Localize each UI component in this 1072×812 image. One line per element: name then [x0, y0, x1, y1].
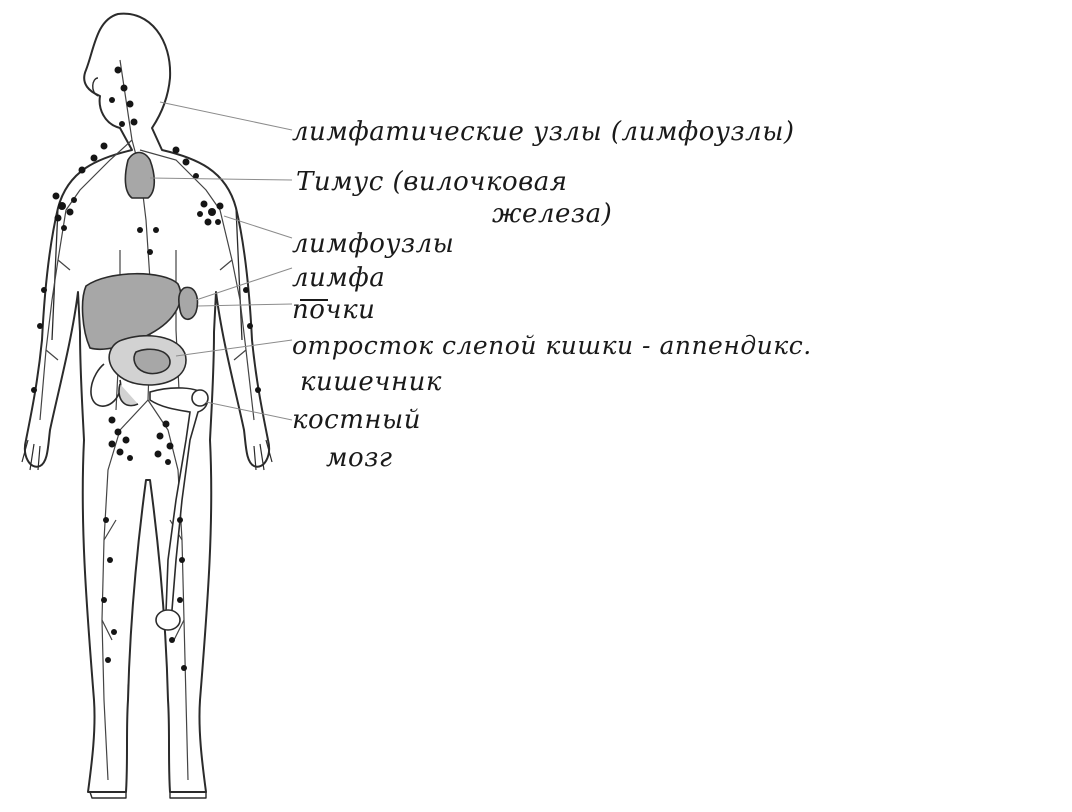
labels: лимфатические узлы (лимфоузлы) Тимус (ви…: [292, 117, 812, 473]
label-appendix-line1: отросток слепой кишки - аппендикс.: [292, 331, 812, 360]
thymus-organ: [125, 153, 154, 199]
bone-organ: [150, 388, 208, 630]
label-bone-marrow-line2: мозг: [326, 443, 393, 473]
organs: [83, 153, 208, 631]
label-lymph-nodes-2: лимфоузлы: [292, 229, 454, 259]
label-spleen: лимфа: [292, 263, 385, 293]
label-kidneys: почки: [292, 295, 375, 325]
label-bone-marrow-line1: костный: [292, 405, 421, 435]
spleen-organ: [179, 287, 198, 319]
label-thymus-line2: железа): [492, 199, 612, 229]
label-thymus-line1: Тимус (вилочковая: [296, 167, 567, 197]
label-lymph-nodes: лимфатические узлы (лимфоузлы): [292, 117, 795, 147]
body-outline: [22, 14, 272, 798]
label-appendix-line2: кишечник: [300, 367, 442, 397]
